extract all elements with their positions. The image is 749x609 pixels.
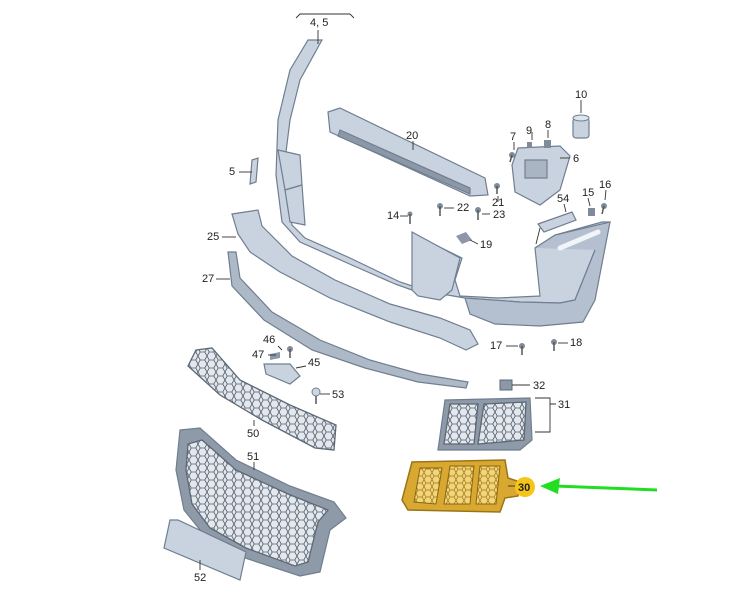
callout-51: 51 <box>247 451 259 463</box>
lower-trim-25 <box>231 209 479 351</box>
callout-45: 45 <box>308 357 320 369</box>
callout-30: 30 <box>518 482 530 494</box>
callout-52: 52 <box>194 572 206 584</box>
callout-25: 25 <box>207 231 219 243</box>
callout-21: 21 <box>492 197 504 209</box>
callout-47: 47 <box>252 349 264 361</box>
callout-4-5: 4, 5 <box>310 17 328 29</box>
callout-7: 7 <box>510 131 516 143</box>
callout-8: 8 <box>545 119 551 131</box>
highlighted-frame-30 <box>401 459 521 513</box>
callout-19: 19 <box>480 239 492 251</box>
callout-labels: 4, 5 20 10 7 9 8 6 5 21 54 15 16 14 22 2… <box>194 17 611 584</box>
callout-27: 27 <box>202 273 214 285</box>
callout-14: 14 <box>387 210 399 222</box>
callout-32: 32 <box>533 380 545 392</box>
callout-18: 18 <box>570 337 582 349</box>
callout-50: 50 <box>247 428 259 440</box>
plate-52 <box>163 519 247 581</box>
callout-5: 5 <box>229 166 235 178</box>
highlight-marker-30 <box>515 477 535 497</box>
side-bracket-6 <box>511 145 571 206</box>
callout-6: 6 <box>573 153 579 165</box>
leader-lines <box>199 13 607 570</box>
callout-17: 17 <box>490 340 502 352</box>
callout-9: 9 <box>526 125 532 137</box>
callout-22: 22 <box>457 202 469 214</box>
fasteners <box>249 140 607 404</box>
bracket-45 <box>263 363 301 385</box>
callout-10: 10 <box>575 89 587 101</box>
callout-54: 54 <box>557 193 569 205</box>
lower-grille-50 <box>187 347 337 451</box>
side-strip-54 <box>535 211 577 245</box>
callout-16: 16 <box>599 179 611 191</box>
callout-23: 23 <box>493 209 505 221</box>
callout-15: 15 <box>582 187 594 199</box>
callout-53: 53 <box>332 389 344 401</box>
bracket-20 <box>327 107 489 197</box>
bumper-cover <box>275 39 612 327</box>
plug-10 <box>572 114 590 139</box>
callout-20: 20 <box>406 130 418 142</box>
callout-46: 46 <box>263 334 275 346</box>
callout-31: 31 <box>558 399 570 411</box>
spoiler-lip-27 <box>227 251 469 389</box>
side-grille-31 <box>437 397 533 451</box>
green-arrow-icon <box>540 478 658 494</box>
